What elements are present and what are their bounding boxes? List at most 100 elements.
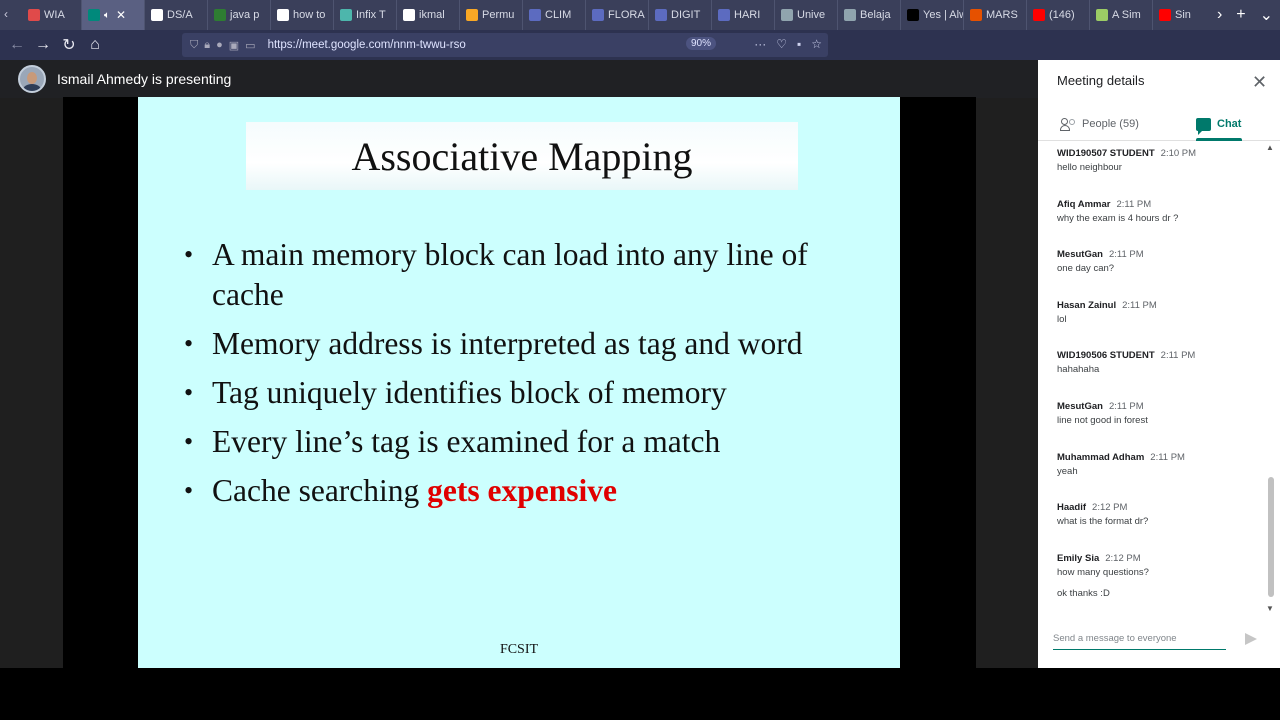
message-text: yeah: [1057, 465, 1078, 477]
browser-tab[interactable]: Unive: [775, 0, 838, 30]
browser-tab[interactable]: CLIM: [523, 0, 586, 30]
message-text: line not good in forest: [1057, 414, 1148, 426]
tab-label: DS/A: [167, 9, 193, 21]
url-actions: ··· ♡ ▪ ☆: [754, 37, 822, 51]
browser-tab[interactable]: 🔈︎ ✕: [82, 0, 145, 30]
message-sender: WID190506 STUDENT: [1057, 350, 1155, 362]
pocket-icon[interactable]: ♡: [776, 37, 787, 51]
tab-audio-icon[interactable]: 🔈︎: [104, 9, 110, 21]
slide-bullet: •Every line’s tag is examined for a matc…: [184, 422, 884, 462]
browser-tab[interactable]: Belaja: [838, 0, 901, 30]
meeting-details-panel: Meeting details ✕ People (59) Chat WID19…: [1038, 60, 1280, 668]
tab-people[interactable]: People (59): [1060, 107, 1139, 141]
bullet-dot-icon: •: [184, 476, 194, 505]
chat-scrollbar[interactable]: ▲ ▼: [1266, 143, 1276, 613]
page-actions-icon[interactable]: ···: [754, 37, 767, 51]
message-text: one day can?: [1057, 263, 1115, 275]
message-time: 2:12 PM: [1105, 552, 1141, 564]
browser-tab[interactable]: Permu: [460, 0, 523, 30]
browser-tab[interactable]: how to: [271, 0, 334, 30]
address-bar[interactable]: ⛉ 🔒︎ ● ▣ ▭ https://meet.google.com/nnm-t…: [182, 33, 828, 57]
message-sender: WID190507 STUDENT: [1057, 148, 1155, 159]
browser-tab[interactable]: DIGIT: [649, 0, 712, 30]
message-text: what is the format dr?: [1057, 516, 1149, 528]
tab-scroll-left-icon[interactable]: ‹: [4, 7, 8, 21]
shield-icon[interactable]: ⛉: [190, 38, 199, 51]
zoom-level[interactable]: 90%: [686, 37, 717, 50]
scrollbar-thumb[interactable]: [1268, 477, 1274, 597]
screen-share-icon[interactable]: ▭: [245, 39, 256, 52]
chat-icon: [1196, 117, 1211, 135]
new-tab-icon[interactable]: +: [1236, 6, 1246, 23]
tab-label: Permu: [482, 9, 515, 21]
presenter-avatar: [18, 65, 46, 93]
browser-tab[interactable]: A Sim: [1090, 0, 1153, 30]
browser-tab[interactable]: Infix T: [334, 0, 397, 30]
back-icon[interactable]: ←: [9, 36, 25, 53]
browser-tab[interactable]: FLORA: [586, 0, 649, 30]
browser-tab[interactable]: (146): [1027, 0, 1090, 30]
tab-label: Sin: [1175, 9, 1191, 21]
tab-favicon-icon: [1096, 9, 1108, 21]
lock-icon[interactable]: 🔒︎: [204, 38, 211, 51]
tab-label: (146): [1049, 9, 1075, 21]
slide-bullet: •A main memory block can load into any l…: [184, 235, 884, 315]
chat-composer: [1053, 628, 1226, 650]
browser-tab[interactable]: DS/A: [145, 0, 208, 30]
tab-chat[interactable]: Chat: [1196, 107, 1241, 141]
tab-label: Belaja: [860, 9, 891, 21]
message-text: hahahaha: [1057, 364, 1100, 376]
message-text: hello neighbour: [1057, 162, 1122, 173]
message-sender: Muhammad Adham: [1057, 451, 1145, 463]
tab-controls: › + ⌄: [1210, 0, 1280, 30]
slide-bullet: •Cache searching gets expensive: [184, 471, 884, 511]
tab-favicon-icon: [151, 9, 163, 21]
reload-icon[interactable]: ↻: [62, 37, 76, 54]
people-icon: [1060, 118, 1076, 131]
send-icon[interactable]: [1245, 633, 1257, 645]
tab-favicon-icon: [340, 9, 352, 21]
message-time: 2:11 PM: [1108, 400, 1144, 412]
browser-tab[interactable]: Sin: [1153, 0, 1216, 30]
tab-favicon-icon: [28, 9, 40, 21]
forward-icon[interactable]: →: [35, 36, 51, 53]
bullet-dot-icon: •: [184, 329, 194, 358]
url-text[interactable]: https://meet.google.com/nnm-twwu-rso: [267, 39, 466, 51]
chat-message-input[interactable]: [1053, 633, 1226, 644]
browser-tab[interactable]: Yes | Alway: [901, 0, 964, 30]
tab-label: MARS: [986, 9, 1018, 21]
panel-title: Meeting details: [1057, 73, 1145, 88]
tab-close-icon[interactable]: ✕: [116, 8, 127, 22]
tab-label: WIA: [44, 9, 65, 21]
bookmark-star-icon[interactable]: ☆: [811, 37, 822, 51]
home-icon[interactable]: ⌂: [90, 36, 100, 53]
tab-label: java p: [230, 9, 260, 21]
camera-icon[interactable]: ▣: [228, 39, 240, 52]
site-permission-icons[interactable]: ⛉ 🔒︎ ● ▣ ▭: [190, 39, 256, 52]
slide-bullet: •Memory address is interpreted as tag an…: [184, 324, 884, 364]
browser-tab[interactable]: java p: [208, 0, 271, 30]
scroll-up-icon[interactable]: ▲: [1266, 143, 1274, 152]
tab-favicon-icon: [529, 9, 541, 21]
browser-tab[interactable]: MARS: [964, 0, 1027, 30]
close-icon[interactable]: ✕: [1252, 72, 1268, 92]
tab-label: how to: [293, 9, 326, 21]
tab-scroll-right-icon[interactable]: ›: [1216, 6, 1223, 23]
browser-tab[interactable]: ikmal: [397, 0, 460, 30]
tab-favicon-icon: [592, 9, 604, 21]
browser-tab[interactable]: HARI: [712, 0, 775, 30]
scroll-down-icon[interactable]: ▼: [1266, 604, 1274, 613]
tab-favicon-icon: [718, 9, 730, 21]
tab-list-icon[interactable]: ⌄: [1259, 7, 1273, 24]
browser-tab[interactable]: WIA: [22, 0, 82, 30]
active-tab-indicator: [1196, 138, 1242, 141]
flag-icon[interactable]: ▪: [796, 37, 802, 51]
microphone-icon[interactable]: ●: [216, 38, 223, 51]
